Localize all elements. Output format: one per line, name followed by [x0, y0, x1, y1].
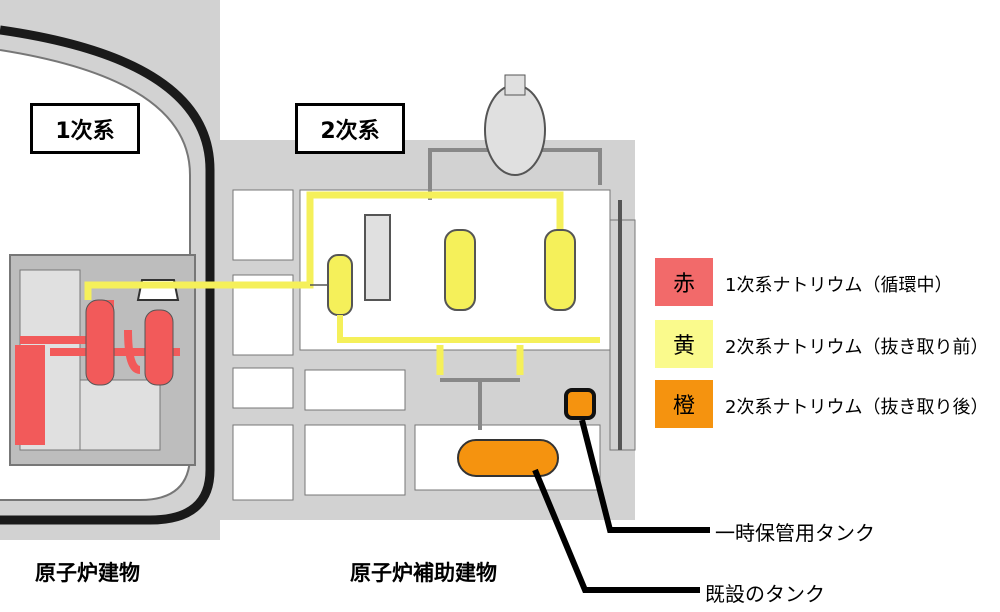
- temporary-tank-label: 一時保管用タンク: [715, 521, 875, 545]
- secondary-system-label: 2次系: [295, 103, 405, 154]
- legend-swatch-orange: 橙: [655, 380, 713, 428]
- existing-tank: [457, 439, 559, 477]
- reactor-vessel: [15, 345, 45, 445]
- legend-swatch-red: 赤: [655, 258, 713, 306]
- steam-generator-tower: [428, 74, 602, 200]
- callout-lines: [532, 419, 710, 593]
- primary-room: [9, 254, 196, 466]
- temporary-tank: [564, 388, 596, 420]
- existing-tank-label: 既設のタンク: [705, 582, 825, 606]
- legend-swatch-yellow: 黄: [655, 320, 713, 368]
- legend-text-yellow: 2次系ナトリウム（抜き取り前）: [725, 337, 989, 358]
- aux-building-label: 原子炉補助建物: [350, 561, 497, 585]
- reactor-building-label: 原子炉建物: [35, 561, 140, 585]
- tanks: [457, 388, 596, 477]
- secondary-loop: [84, 191, 622, 450]
- legend-text-orange: 2次系ナトリウム（抜き取り後）: [725, 397, 989, 418]
- primary-system-label: 1次系: [30, 103, 140, 154]
- legend-text-red: 1次系ナトリウム（循環中）: [725, 275, 953, 296]
